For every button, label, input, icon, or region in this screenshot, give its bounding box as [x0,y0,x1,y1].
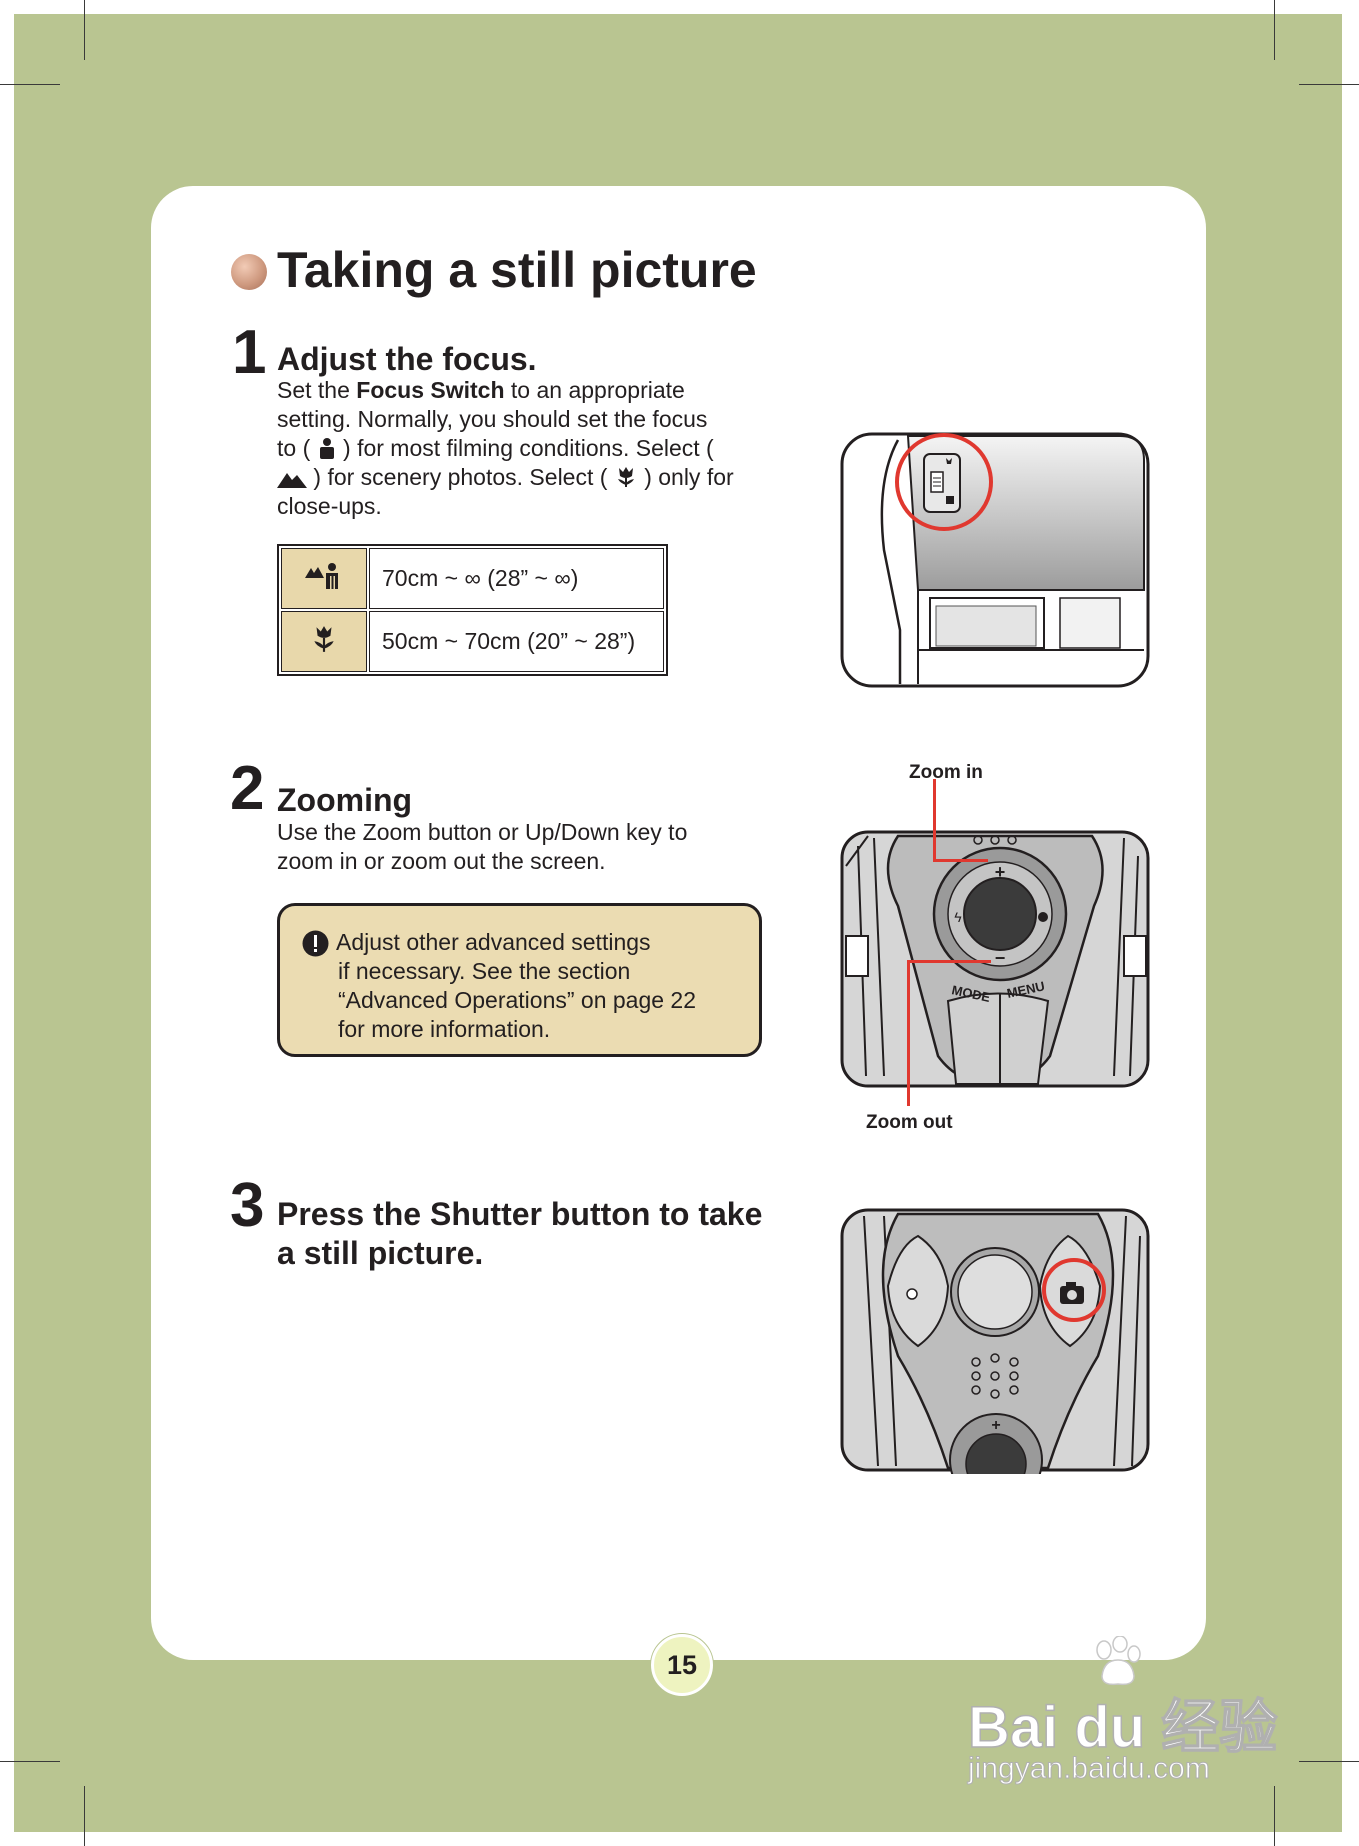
step-3-title-line-1: Press the Shutter button to take [277,1196,763,1232]
step-1-line-4: ) for scenery photos. Select ( ) only fo… [277,463,734,492]
portrait-icon [319,438,334,459]
zoom-in-leader-line [933,779,936,861]
table-row: 70cm ~ ∞ (28” ~ ∞) [281,548,664,609]
step-2-line-2: zoom in or zoom out the screen. [277,848,606,874]
page-title: Taking a still picture [277,242,757,298]
crop-mark [84,1786,85,1846]
step-2-line-1: Use the Zoom button or Up/Down key to [277,819,688,845]
note-box: Adjust other advanced settings if necess… [277,903,762,1057]
camera-zoom-illustration: + − ϟ MODE MENU [840,830,1150,1088]
focus-range-value: 70cm ~ ∞ (28” ~ ∞) [369,548,664,609]
step-1-number: 1 [232,318,267,387]
step-3-number: 3 [230,1171,265,1240]
note-line-2: if necessary. See the section [338,958,631,984]
step-1-line-5: close-ups. [277,493,382,519]
svg-text:+: + [991,1417,1000,1434]
crop-mark [1299,1761,1359,1762]
step-1-line-3: to ( ) for most filming conditions. Sele… [277,435,714,461]
zoom-in-callout: Zoom in [909,762,983,783]
paw-logo-icon [1096,1636,1141,1686]
focus-range-table: 70cm ~ ∞ (28” ~ ∞) 50cm ~ 70cm (20” ~ 28… [277,544,668,676]
crop-mark [1299,84,1359,85]
camera-shutter-illustration: + [840,1208,1150,1474]
table-icon-cell [281,611,367,672]
svg-text:ϟ: ϟ [954,909,962,925]
note-line-1: Adjust other advanced settings [336,929,651,955]
watermark-brand: Bai du 经验 [967,1694,1278,1761]
zoom-out-callout: Zoom out [866,1112,953,1133]
watermark-url: jingyan.baidu.com [968,1752,1211,1786]
step-3-title-line-2: a still picture. [277,1235,484,1271]
crop-mark [1274,0,1275,60]
zoom-out-leader-line [907,960,991,963]
svg-text:−: − [995,948,1006,968]
title-bullet-icon [231,254,267,290]
step-2-title: Zooming [277,782,413,818]
table-icon-cell [281,548,367,609]
crop-mark [0,84,60,85]
zoom-out-leader-line [907,960,910,1106]
zoom-in-leader-line [933,859,988,862]
focus-range-value: 50cm ~ 70cm (20” ~ 28”) [369,611,664,672]
crop-mark [1274,1786,1275,1846]
note-line-3: “Advanced Operations” on page 22 [338,987,697,1013]
page-number: 15 [651,1634,713,1696]
svg-text:+: + [995,862,1006,882]
crop-mark [84,0,85,60]
tulip-macro-icon [314,626,334,652]
note-line-4: for more information. [338,1016,551,1042]
landscape-icon [277,473,307,488]
step-1-line-1: Set the Focus Switch to an appropriate [277,377,685,403]
step-2-number: 2 [230,754,265,823]
landscape-portrait-icon [305,563,338,589]
crop-mark [0,1761,60,1762]
camera-focus-switch-illustration [840,432,1150,688]
exclamation-icon [302,930,329,957]
step-1-line-2: setting. Normally, you should set the fo… [277,406,708,432]
step-1-title: Adjust the focus. [277,341,537,377]
tulip-macro-icon [617,467,634,487]
table-row: 50cm ~ 70cm (20” ~ 28”) [281,611,664,672]
